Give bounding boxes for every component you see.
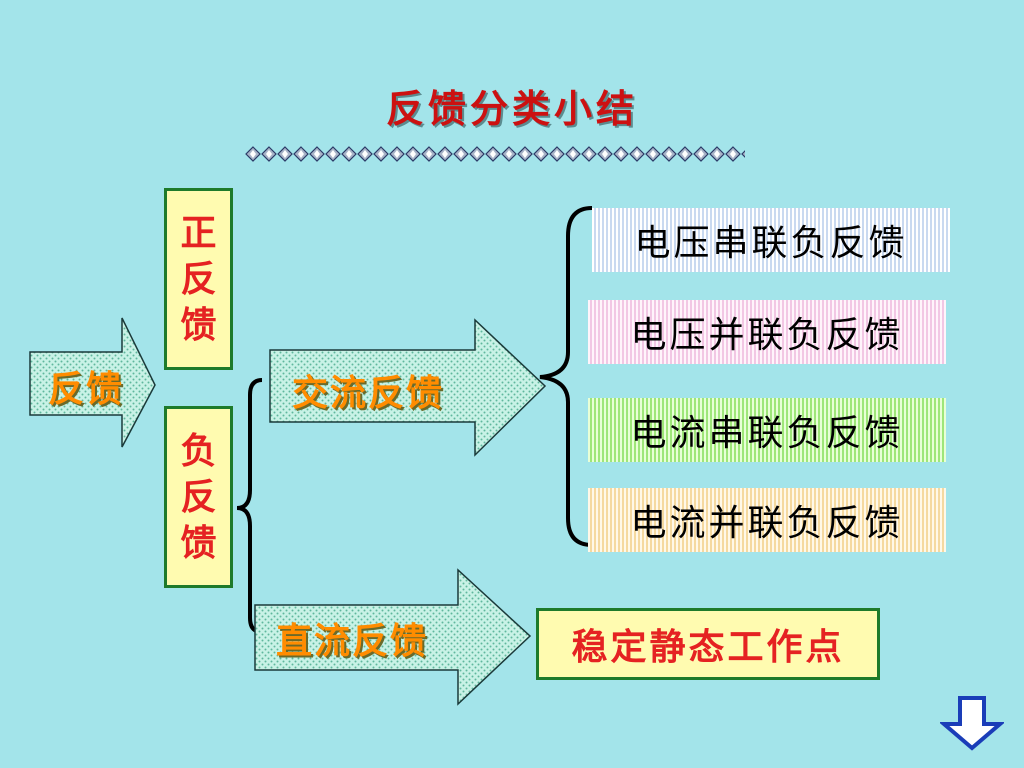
left-brace <box>236 378 263 634</box>
positive-char: 正 <box>180 212 217 254</box>
page-title: 反馈分类小结 <box>385 86 638 131</box>
diamond-divider <box>245 142 745 166</box>
negative-char: 反 <box>180 476 217 518</box>
negative-feedback-box: 负 反 馈 <box>164 406 233 588</box>
dc-feedback-label: 直流反馈 <box>276 620 429 662</box>
negative-char: 负 <box>180 430 217 472</box>
right-brace <box>539 206 593 547</box>
positive-feedback-box: 正 反 馈 <box>164 188 233 370</box>
ac-arrow <box>269 318 547 457</box>
dc-arrow <box>254 568 532 706</box>
down-arrow-icon[interactable] <box>940 694 1004 752</box>
root-label: 反馈 <box>48 368 125 410</box>
ac-type-voltage-shunt: 电压并联负反馈 <box>588 300 946 364</box>
positive-char: 反 <box>180 258 217 300</box>
negative-char: 馈 <box>180 522 217 564</box>
root-arrow <box>29 317 156 448</box>
positive-char: 馈 <box>180 304 217 346</box>
ac-type-voltage-series: 电压串联负反馈 <box>592 208 950 272</box>
ac-feedback-label: 交流反馈 <box>292 372 445 414</box>
dc-result-box: 稳定静态工作点 <box>536 608 880 680</box>
ac-type-current-series: 电流串联负反馈 <box>588 398 946 462</box>
ac-type-current-shunt: 电流并联负反馈 <box>588 488 946 552</box>
